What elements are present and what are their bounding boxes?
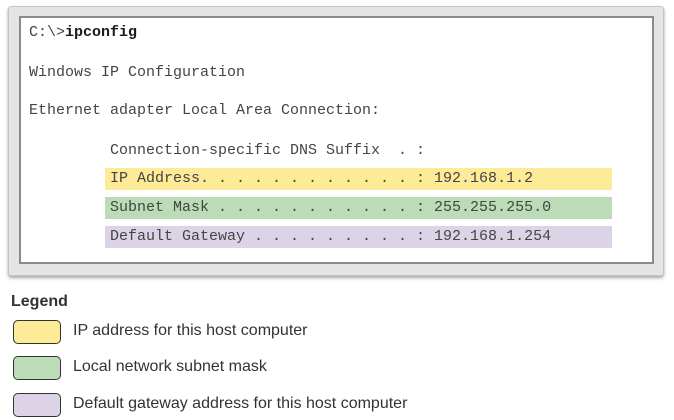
legend-label: Local network subnet mask — [73, 358, 267, 375]
legend-title: Legend — [11, 293, 68, 310]
legend-item-ip-address: IP address for this host computer — [13, 320, 653, 348]
command-prompt: C:\> — [29, 24, 66, 41]
legend-swatch-green — [13, 356, 61, 380]
console-screen — [19, 16, 654, 264]
command-line: C:\>ipconfig — [29, 23, 137, 43]
legend-swatch-yellow — [13, 320, 61, 344]
subnet-mask-line: Subnet Mask . . . . . . . . . . . : 255.… — [110, 199, 552, 216]
ip-address-line: IP Address. . . . . . . . . . . . : 192.… — [110, 170, 534, 187]
adapter-title: Ethernet adapter Local Area Connection: — [29, 102, 381, 119]
config-title: Windows IP Configuration — [29, 64, 246, 81]
legend-swatch-lavender — [13, 393, 61, 417]
legend-item-default-gateway: Default gateway address for this host co… — [13, 393, 653, 420]
dns-suffix-line: Connection-specific DNS Suffix . : — [110, 142, 426, 159]
command-text: ipconfig — [65, 24, 138, 41]
legend-item-subnet-mask: Local network subnet mask — [13, 356, 653, 384]
subnet-mask-highlight: Subnet Mask . . . . . . . . . . . : 255.… — [105, 197, 612, 219]
ip-address-highlight: IP Address. . . . . . . . . . . . : 192.… — [105, 168, 612, 190]
legend-label: IP address for this host computer — [73, 322, 308, 339]
default-gateway-line: Default Gateway . . . . . . . . . : 192.… — [110, 228, 552, 245]
legend-label: Default gateway address for this host co… — [73, 395, 408, 412]
default-gateway-highlight: Default Gateway . . . . . . . . . : 192.… — [105, 226, 612, 248]
